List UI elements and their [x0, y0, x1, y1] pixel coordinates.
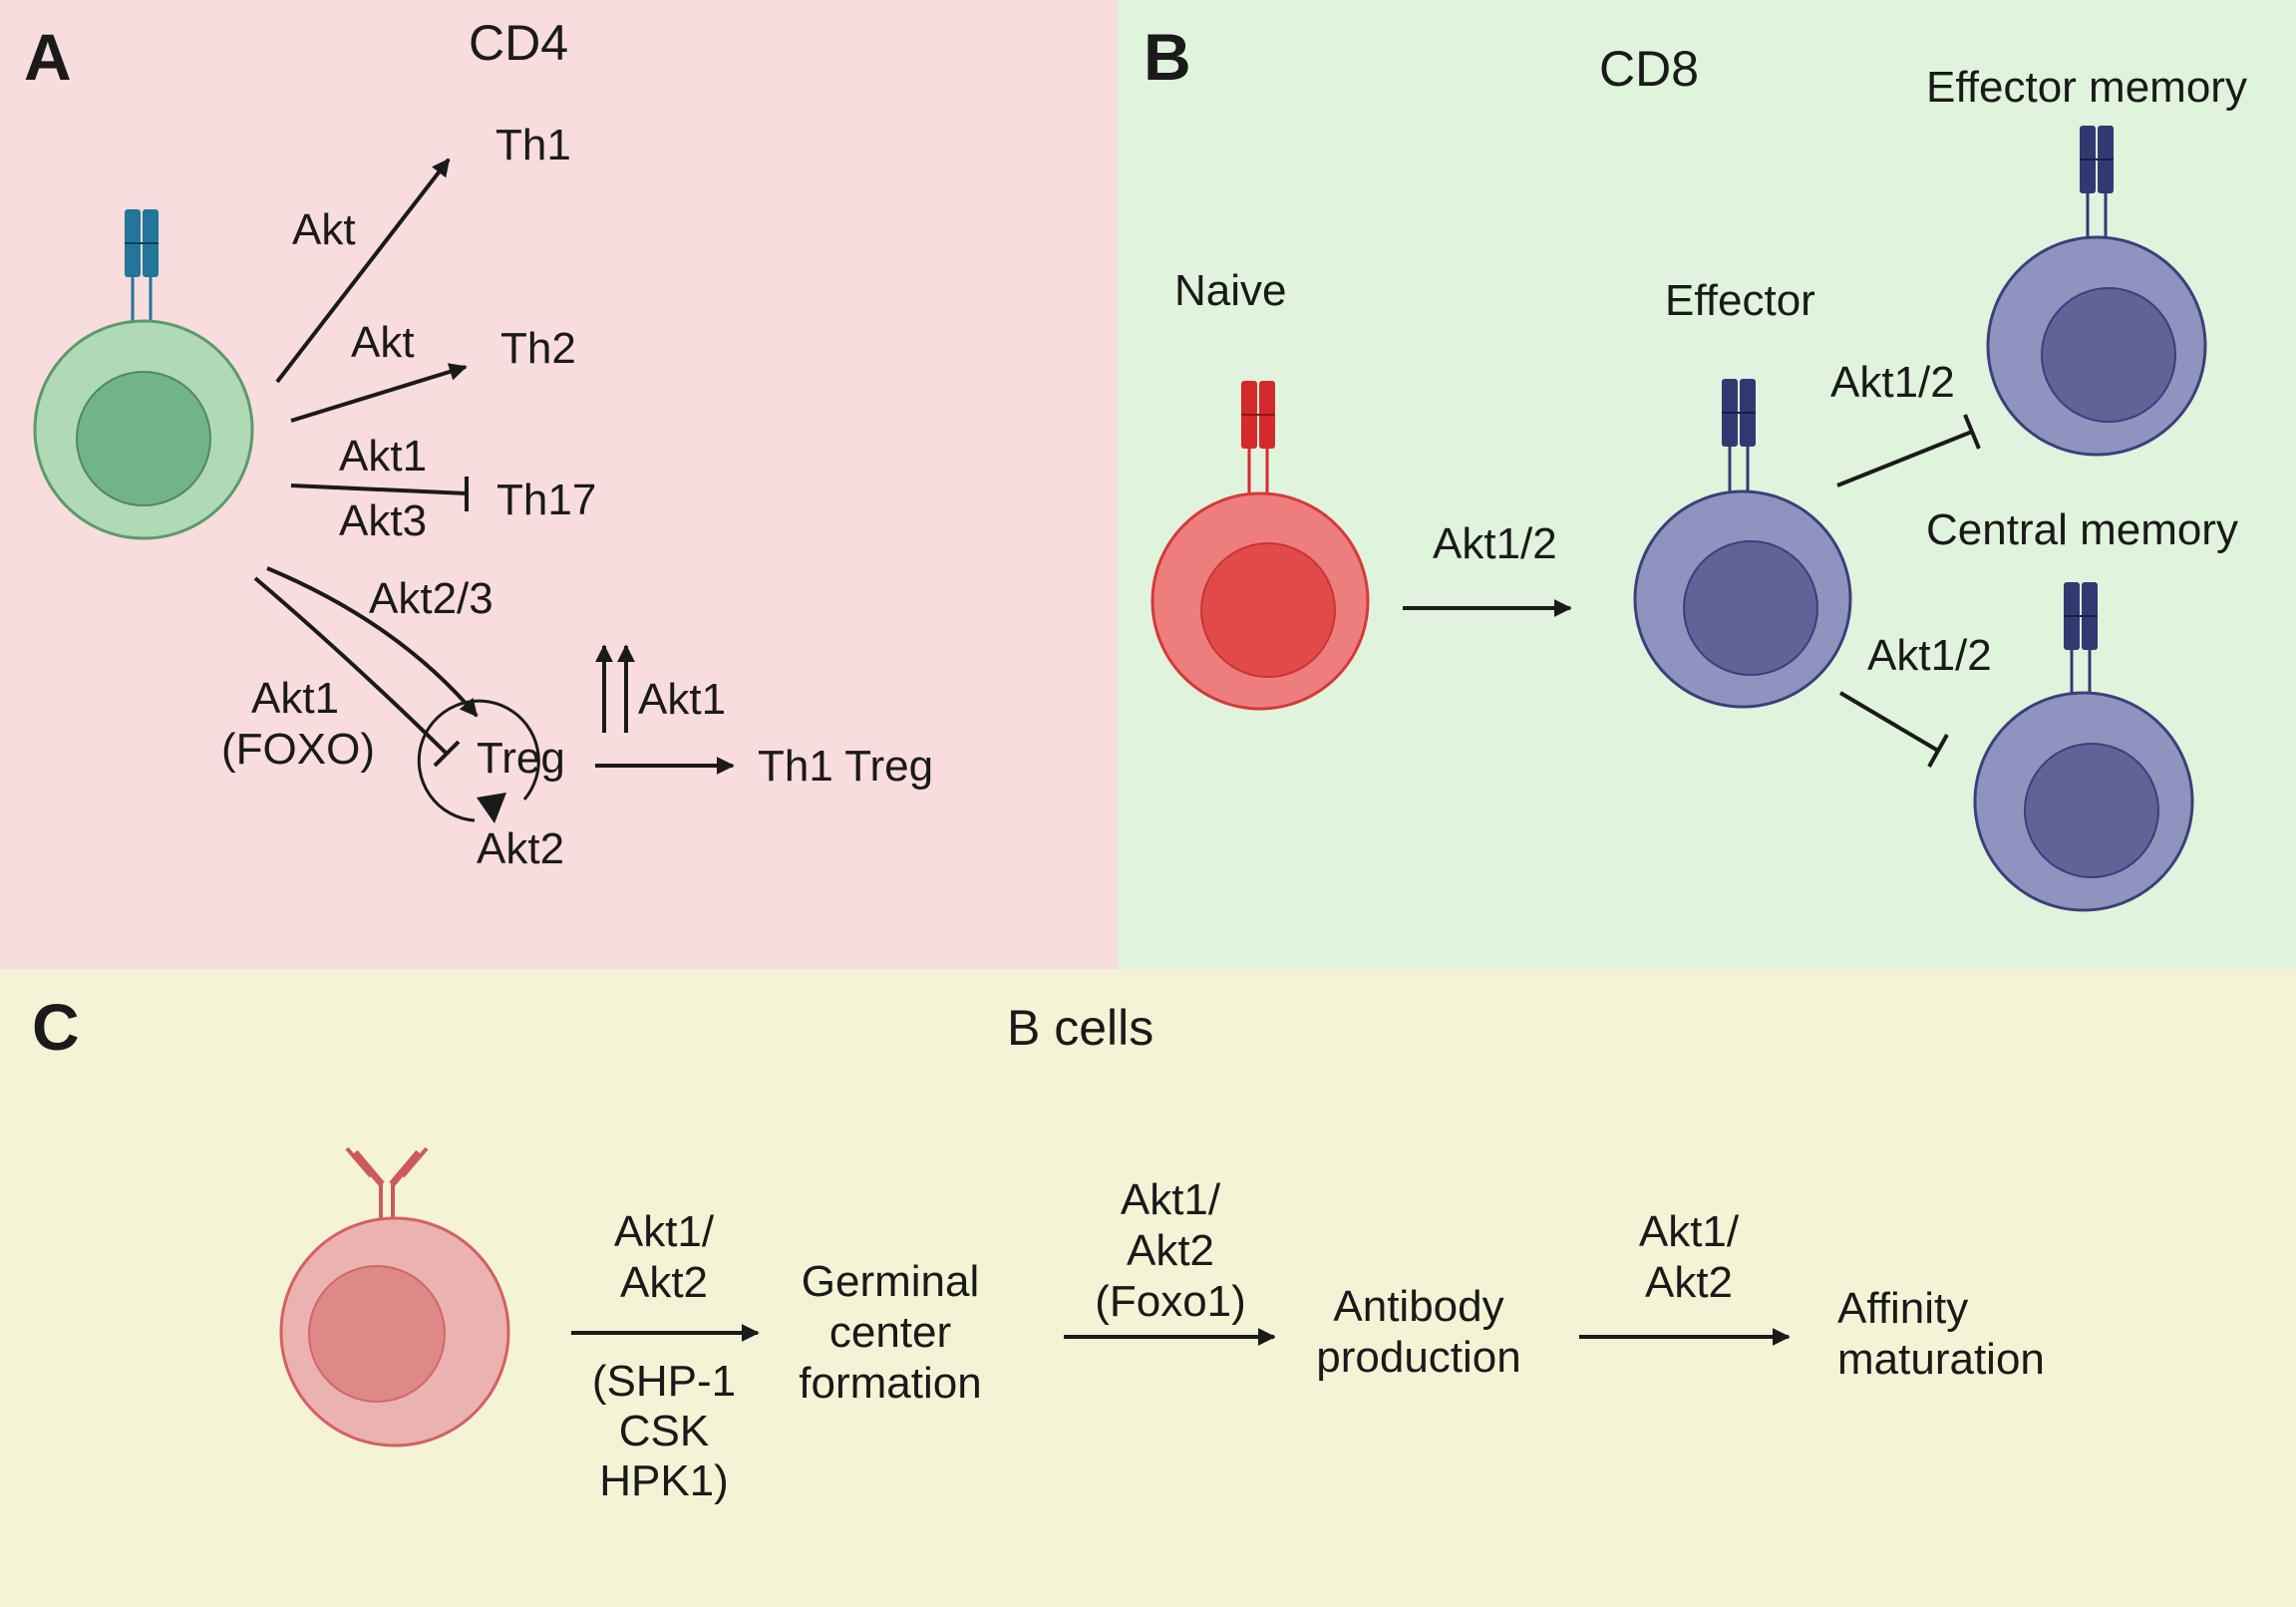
effector-memory-cd8-t-cell-icon	[1986, 126, 2207, 457]
label-foxo: (FOXO)	[221, 725, 375, 774]
label-arrow3-akt2: Akt2	[1645, 1258, 1733, 1307]
panel-b-title: CD8	[1599, 41, 1699, 97]
panel-a-title: CD4	[469, 15, 568, 71]
label-th2: Th2	[500, 324, 576, 373]
label-akt23-treg: Akt2/3	[369, 574, 493, 623]
inhibition-foxo-to-treg	[253, 576, 461, 768]
label-arrow1-shp1: (SHP-1	[592, 1357, 736, 1406]
panel-a-letter: A	[24, 20, 72, 94]
label-naive: Naive	[1174, 266, 1287, 315]
b-cell-icon	[279, 1146, 510, 1447]
label-th17: Th17	[496, 476, 596, 524]
label-akt12-effector-memory: Akt1/2	[1830, 358, 1955, 407]
panel-b: B CD8	[1144, 20, 2247, 912]
naive-cd8-t-cell-icon	[1150, 381, 1370, 711]
label-th1-treg: Th1 Treg	[758, 742, 933, 791]
label-akt1-th17: Akt1	[339, 432, 427, 481]
label-arrow1-akt1: Akt1/	[614, 1207, 715, 1256]
label-arrow2-foxo1: (Foxo1)	[1095, 1277, 1246, 1326]
panel-a: A CD4	[24, 15, 933, 873]
label-akt12-naive-effector: Akt1/2	[1433, 519, 1557, 568]
arrow-to-th1	[275, 158, 451, 384]
label-akt12-central-memory: Akt1/2	[1867, 631, 1992, 680]
label-germinal: Germinal	[802, 1257, 980, 1306]
panel-c-title: B cells	[1007, 1000, 1153, 1056]
arrow-akt23-to-treg	[266, 566, 479, 718]
label-effector: Effector	[1665, 276, 1815, 325]
label-th1: Th1	[495, 121, 571, 169]
panel-c-letter: C	[32, 990, 80, 1064]
label-akt3-th17: Akt3	[339, 496, 427, 545]
label-arrow1-akt2: Akt2	[620, 1258, 708, 1307]
label-maturation: maturation	[1837, 1335, 2045, 1384]
label-arrow1-hpk1: HPK1)	[599, 1456, 729, 1505]
label-akt-th1: Akt	[292, 205, 356, 254]
inhibition-to-th17	[290, 477, 469, 511]
inhibition-effector-to-central-memory	[1838, 691, 1949, 768]
up-arrows-akt1	[595, 644, 635, 733]
arrow-to-th2	[290, 363, 468, 423]
inhibition-effector-to-effector-memory	[1836, 414, 1981, 487]
label-center: center	[829, 1308, 951, 1357]
label-production: production	[1316, 1333, 1520, 1382]
label-arrow1-csk: CSK	[619, 1407, 709, 1455]
label-akt1-up: Akt1	[638, 675, 726, 724]
label-akt1-foxo: Akt1	[251, 674, 339, 723]
label-akt2-loop: Akt2	[477, 824, 564, 873]
label-treg: Treg	[477, 734, 565, 783]
panel-c: C B cells Akt1/ Akt2 (SHP-1 CSK HPK1) Ge…	[32, 990, 2045, 1505]
label-arrow3-akt1: Akt1/	[1639, 1207, 1740, 1256]
label-formation: formation	[799, 1359, 981, 1408]
label-arrow2-akt1: Akt1/	[1121, 1175, 1221, 1224]
label-arrow2-akt2: Akt2	[1127, 1226, 1214, 1275]
label-antibody: Antibody	[1333, 1282, 1503, 1331]
label-effector-memory: Effector memory	[1926, 63, 2247, 112]
label-affinity: Affinity	[1837, 1284, 1968, 1333]
panel-b-letter: B	[1144, 20, 1191, 94]
effector-cd8-t-cell-icon	[1633, 379, 1852, 709]
cd4-t-cell-icon	[33, 209, 254, 540]
label-akt-th2: Akt	[351, 318, 415, 367]
label-central-memory: Central memory	[1926, 505, 2238, 554]
central-memory-cd8-t-cell-icon	[1973, 582, 2194, 912]
treg-self-loop	[417, 699, 540, 823]
